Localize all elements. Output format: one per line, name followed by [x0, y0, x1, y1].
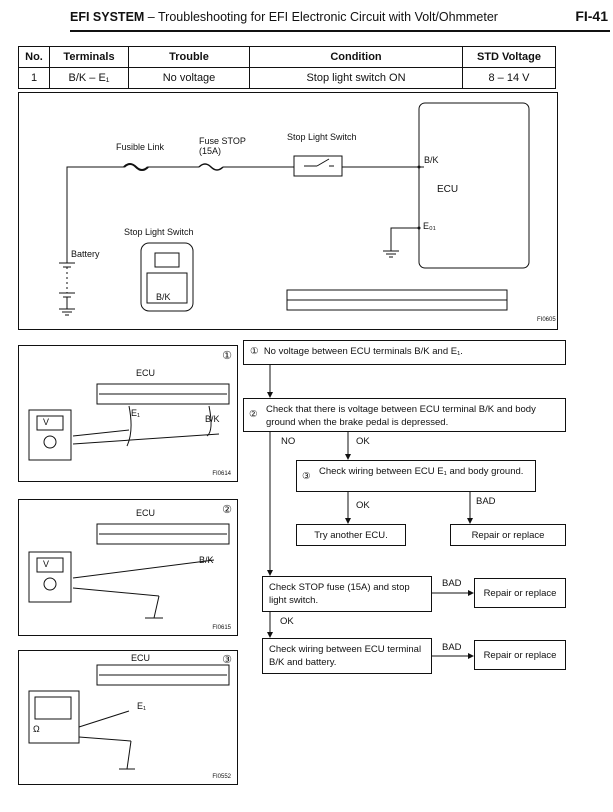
try-another-ecu-box: Try another ECU. [296, 524, 406, 546]
cell-std-voltage: 8 – 14 V [462, 67, 556, 89]
panel-number: ① [222, 350, 232, 362]
wiring-diagram: Fusible Link Fuse STOP (15A) Stop Light … [18, 92, 558, 330]
branch-label-bad: BAD [442, 642, 462, 653]
panel-bk-label: B/K [205, 414, 220, 424]
panel-3-svg [28, 664, 230, 770]
ohmmeter-icon: Ω [33, 724, 40, 734]
branch-label-ok: OK [356, 500, 370, 511]
branch-label-ok: OK [356, 436, 370, 447]
test-panel-2: ② ECU V B/K FI0615 [18, 499, 238, 636]
ecu-label: ECU [437, 184, 459, 195]
step-text: Check that there is voltage between ECU … [266, 404, 536, 428]
panel-ecu-label: ECU [136, 508, 156, 518]
switch-terminal-label: B/K [156, 292, 171, 302]
figure-id: FI0605 [537, 317, 556, 323]
test-panel-3: ③ ECU Ω E₁ FI0552 [18, 650, 238, 785]
repair-box-1: Repair or replace [450, 524, 566, 546]
panel-number: ③ [222, 654, 232, 666]
flow-step-2: ② Check that there is voltage between EC… [243, 398, 566, 432]
step-text: No voltage between ECU terminals B/K and… [263, 346, 463, 357]
spec-table: No. Terminals Trouble Condition STD Volt… [18, 46, 556, 89]
step-number: ② [249, 409, 258, 420]
switch-connector-label: Stop Light Switch [124, 227, 194, 237]
voltmeter-icon: V [43, 417, 50, 427]
branch-label-no: NO [281, 436, 296, 447]
flow-step-1: ① No voltage between ECU terminals B/K a… [243, 340, 566, 365]
panel-number: ② [222, 504, 232, 516]
wiring-diagram-svg [59, 102, 530, 316]
table-header-row: No. Terminals Trouble Condition STD Volt… [18, 46, 556, 68]
branch-label-bad: BAD [476, 496, 496, 507]
step-number: ③ [302, 471, 311, 482]
panel-e1-label: E₁ [137, 701, 147, 711]
page-header: EFI SYSTEM – Troubleshooting for EFI Ele… [70, 8, 610, 32]
figure-id: FI0615 [212, 625, 231, 631]
stop-light-switch-label: Stop Light Switch [287, 132, 357, 142]
bk-terminal-label: B/K [424, 155, 439, 165]
e01-terminal-label: E₀₁ [423, 221, 436, 231]
panel-1-svg [28, 383, 230, 461]
fusible-link-label: Fusible Link [116, 142, 165, 152]
cell-trouble: No voltage [128, 67, 250, 89]
col-header-terminals: Terminals [49, 46, 129, 68]
step-number: ① [250, 346, 259, 357]
battery-label: Battery [71, 249, 100, 259]
page-title: EFI SYSTEM – Troubleshooting for EFI Ele… [70, 10, 498, 24]
branch-label-bad: BAD [442, 578, 462, 589]
panel-bk-label: B/K [199, 555, 214, 565]
voltmeter-icon: V [43, 559, 50, 569]
branch-label-ok: OK [280, 616, 294, 627]
panel-ecu-label: ECU [136, 368, 156, 378]
wiring-check-box: Check wiring between ECU terminal B/K an… [262, 638, 432, 674]
fuse-rating-label: (15A) [199, 146, 222, 156]
figure-id: FI0552 [212, 774, 231, 780]
table-row: 1 B/K – E₁ No voltage Stop light switch … [18, 67, 556, 89]
step-text: Check wiring between ECU E₁ and body gro… [319, 466, 524, 477]
page-number: FI-41 [575, 8, 608, 24]
panel-ecu-label: ECU [131, 653, 151, 663]
flow-step-3: ③ Check wiring between ECU E₁ and body g… [296, 460, 536, 492]
panel-e1-label: E₁ [131, 408, 141, 418]
figure-id: FI0614 [212, 471, 231, 477]
fuse-check-box: Check STOP fuse (15A) and stop light swi… [262, 576, 432, 612]
repair-box-3: Repair or replace [474, 640, 566, 670]
test-panel-1: ① ECU V E₁ B/K FI0614 [18, 345, 238, 482]
cell-condition: Stop light switch ON [249, 67, 463, 89]
panel-2-svg [28, 523, 230, 619]
repair-box-2: Repair or replace [474, 578, 566, 608]
fuse-stop-label: Fuse STOP [199, 136, 246, 146]
